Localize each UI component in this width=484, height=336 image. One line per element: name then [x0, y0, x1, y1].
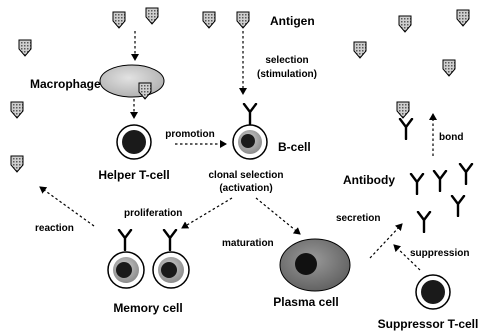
antibody-icon [434, 171, 446, 191]
label-macrophage: Macrophage [30, 77, 101, 91]
antigen-icon [457, 10, 469, 26]
arrow-maturation [256, 198, 300, 234]
label-helper-t-cell: Helper T-cell [98, 168, 169, 182]
antibody-icon [418, 212, 430, 232]
label-b-cell: B-cell [278, 140, 311, 154]
antigen-icon [11, 156, 23, 172]
arrow-reaction [40, 187, 94, 226]
arrow-proliferation [182, 198, 232, 228]
label-promotion: promotion [165, 129, 214, 140]
antibody-icon [460, 164, 472, 184]
helper-t-cell-shape [117, 125, 151, 159]
macrophage-cell [100, 65, 164, 99]
antigen-icon [19, 40, 31, 56]
antibody-icon [411, 174, 423, 194]
label-plasma-cell: Plasma cell [273, 295, 338, 309]
b-cell-shape [233, 104, 267, 159]
antibody-bound-icon [400, 119, 412, 139]
antigen-icon [203, 12, 215, 28]
label-suppressor-t-cell: Suppressor T-cell [378, 317, 479, 331]
label-antibody: Antibody [343, 173, 395, 187]
label-memory-cell: Memory cell [113, 301, 182, 315]
arrow-secretion [370, 224, 402, 258]
labels: Antigen Macrophage Helper T-cell B-cell … [30, 14, 478, 331]
plasma-cell-shape [280, 239, 350, 291]
antigen-icon [399, 16, 411, 32]
antigen-icon [113, 12, 125, 28]
label-secretion: secretion [336, 213, 380, 224]
label-selection: selection [265, 55, 308, 66]
label-proliferation: proliferation [124, 208, 182, 219]
antibody-icon [452, 196, 464, 216]
memory-cell-shapes [108, 230, 189, 288]
label-maturation: maturation [222, 238, 274, 249]
label-antigen: Antigen [270, 14, 315, 28]
antigen-icon [397, 102, 409, 118]
suppressor-t-cell-shape [416, 275, 450, 309]
label-activation: (activation) [219, 183, 272, 194]
antigen-icon [354, 42, 366, 58]
antigen-icon [237, 12, 249, 28]
antigen-icon [11, 102, 23, 118]
label-clonal-selection: clonal selection [208, 170, 283, 181]
antigen-icon [146, 8, 158, 24]
label-bond: bond [439, 132, 463, 143]
label-suppression: suppression [410, 248, 469, 259]
antigen-icon [443, 60, 455, 76]
label-reaction: reaction [35, 223, 74, 234]
label-stimulation: (stimulation) [257, 69, 317, 80]
